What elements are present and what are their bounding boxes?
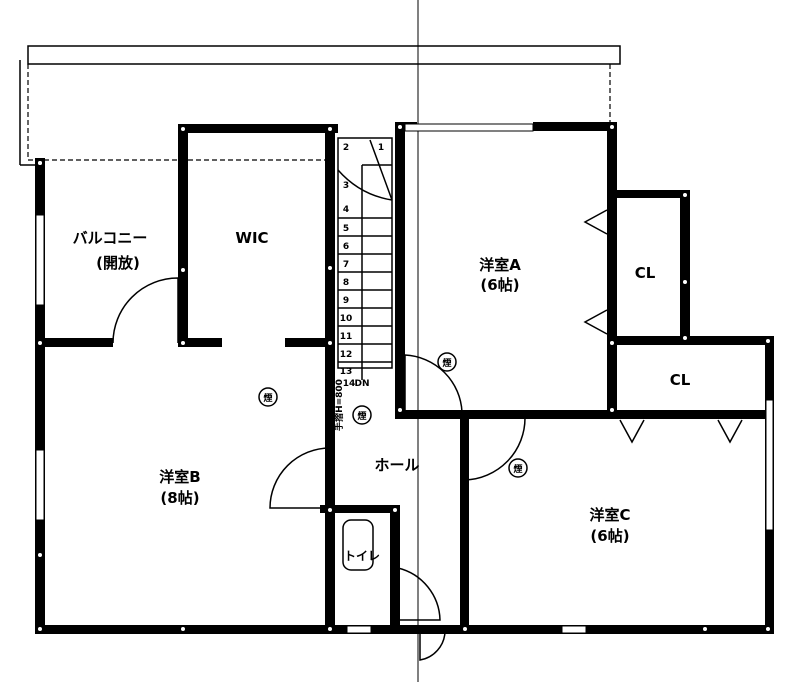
svg-text:5: 5: [343, 224, 349, 234]
balcony-outline: [19, 45, 621, 166]
wall-post: [38, 627, 42, 631]
wall-post: [610, 341, 614, 345]
svg-text:2: 2: [343, 143, 349, 153]
toilet-fixture: [342, 519, 374, 571]
svg-text:8: 8: [343, 278, 349, 288]
wall-post: [463, 627, 467, 631]
wall-post: [610, 125, 614, 129]
wic-label: WIC: [235, 229, 268, 247]
wall-post: [181, 268, 185, 272]
svg-text:14: 14: [343, 379, 356, 389]
svg-text:9: 9: [343, 296, 349, 306]
wall-posts: [38, 125, 770, 631]
room-c-size: (6帖): [590, 527, 629, 545]
wall-post: [683, 336, 687, 340]
room-b-label: 洋室B: [159, 468, 200, 486]
wall-post: [683, 193, 687, 197]
doors: [112, 209, 743, 661]
room-a-label: 洋室A: [479, 256, 521, 274]
svg-text:7: 7: [343, 260, 349, 270]
svg-text:煙: 煙: [442, 357, 451, 369]
wall-post: [328, 341, 332, 345]
room-b-size: (8帖): [160, 489, 199, 507]
balcony-label: バルコニー: [73, 229, 148, 247]
wall-post: [766, 627, 770, 631]
svg-text:10: 10: [340, 314, 353, 324]
balcony-note: (開放): [96, 254, 140, 272]
svg-text:6: 6: [343, 242, 349, 252]
svg-text:DN: DN: [354, 379, 369, 389]
wall-post: [328, 508, 332, 512]
wall-post: [398, 408, 402, 412]
wall-post: [181, 341, 185, 345]
hall-label: ホール: [374, 456, 419, 474]
wall-post: [38, 341, 42, 345]
wall-post: [398, 125, 402, 129]
staircase: 2 1 3 4 5 6 7 8 9 10 11 12 13 14 DN 手摺H=…: [333, 137, 393, 431]
room-a-size: (6帖): [480, 276, 519, 294]
svg-text:煙: 煙: [513, 463, 522, 475]
wall-post: [610, 408, 614, 412]
wall-post: [703, 627, 707, 631]
svg-text:4: 4: [343, 205, 349, 215]
wall-post: [328, 627, 332, 631]
wall-post: [38, 553, 42, 557]
wall-post: [328, 266, 332, 270]
wall-post: [181, 627, 185, 631]
room-c-label: 洋室C: [589, 506, 630, 524]
svg-text:1: 1: [378, 143, 384, 153]
svg-text:3: 3: [343, 181, 349, 191]
svg-text:12: 12: [340, 350, 353, 360]
wall-post: [181, 127, 185, 131]
svg-text:11: 11: [340, 332, 353, 342]
windows: [35, 123, 774, 634]
wall-post: [38, 161, 42, 165]
svg-text:手摺H=800: 手摺H=800: [333, 379, 345, 431]
closet-a-label: CL: [635, 264, 656, 282]
svg-text:13: 13: [340, 367, 353, 377]
toilet-label: トイレ: [344, 549, 380, 563]
wall-post: [683, 280, 687, 284]
wall-post: [393, 508, 397, 512]
smoke-detectors: 煙 煙 煙 煙: [258, 352, 528, 478]
wall-post: [766, 339, 770, 343]
wall-post: [328, 127, 332, 131]
svg-text:煙: 煙: [263, 392, 272, 404]
closet-c-label: CL: [670, 371, 691, 389]
svg-text:煙: 煙: [357, 410, 366, 422]
